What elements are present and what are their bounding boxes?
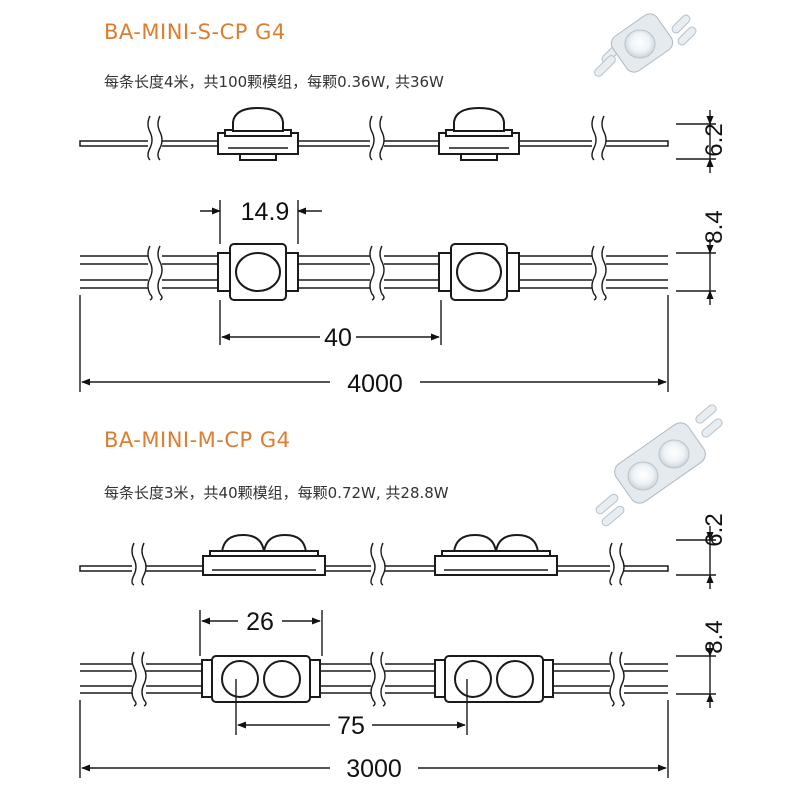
module-top — [438, 243, 520, 301]
product-photo-m — [595, 404, 723, 527]
module-side — [202, 533, 326, 576]
module-top — [217, 243, 299, 301]
section1-spec: 每条长度4米，共100颗模组，每颗0.36W, 共36W — [104, 73, 444, 91]
wire-break — [131, 650, 147, 707]
product-photo-s — [594, 13, 697, 77]
height-side-label: 6.2 — [701, 513, 728, 546]
section2-spec: 每条长度3米，共40颗模组，每颗0.72W, 共28.8W — [104, 484, 449, 502]
wire-break — [370, 650, 386, 707]
module-side — [438, 106, 520, 161]
height-top-label: 8.4 — [701, 210, 728, 243]
total-length-label: 4000 — [347, 370, 403, 398]
wire-break — [609, 540, 625, 588]
wire-break — [147, 244, 163, 301]
wire-break — [591, 112, 607, 162]
pitch-label: 40 — [324, 324, 352, 352]
module-side — [434, 533, 558, 576]
section2-side-view: 6.2 — [79, 513, 728, 589]
wire-break — [591, 244, 607, 301]
section1-top-view: 14.9 40 4000 8.4 — [79, 198, 728, 398]
module-top — [201, 655, 321, 703]
module-top — [434, 655, 554, 703]
wire-break — [369, 244, 385, 301]
wire-break — [147, 112, 163, 162]
module-side — [217, 106, 299, 161]
section2-title: BA-MINI-M-CP G4 — [104, 428, 291, 452]
wire-break — [609, 650, 625, 707]
module-width-label: 26 — [246, 608, 274, 636]
wire-break — [369, 112, 385, 162]
height-side-label: 6.2 — [701, 123, 728, 156]
section1-side-view: 6.2 — [79, 106, 728, 173]
pitch-label: 75 — [337, 712, 365, 740]
section2-top-view: 26 75 3000 8.4 — [79, 608, 728, 783]
height-top-label: 8.4 — [701, 620, 728, 653]
section1-title: BA-MINI-S-CP G4 — [104, 20, 286, 44]
module-width-label: 14.9 — [241, 198, 290, 226]
total-length-label: 3000 — [346, 755, 402, 783]
wire-break — [370, 540, 386, 588]
wire-break — [131, 540, 147, 588]
